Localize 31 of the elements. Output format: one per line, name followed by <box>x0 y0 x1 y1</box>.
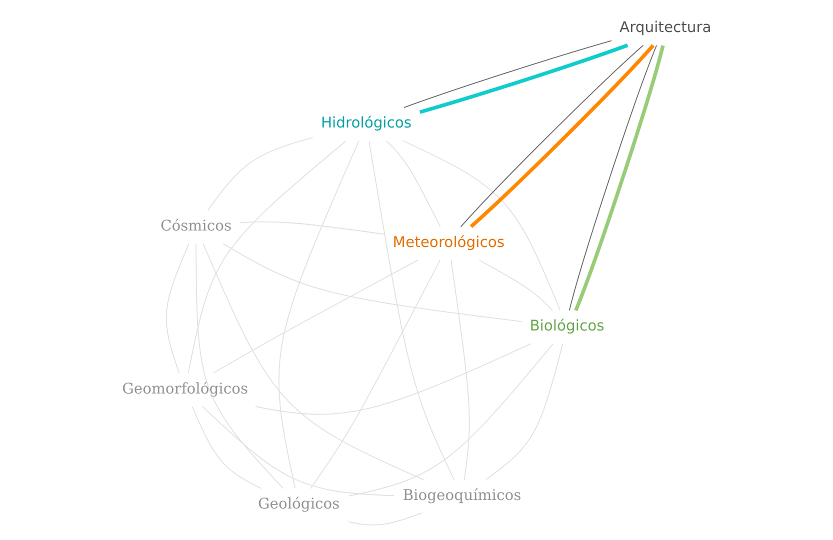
connector <box>196 243 284 489</box>
connector <box>348 512 422 526</box>
connector <box>202 243 424 480</box>
connector <box>419 43 628 114</box>
connector <box>485 343 564 480</box>
connector <box>278 140 360 489</box>
node-text: Hidrológicos <box>320 114 412 132</box>
connector <box>255 343 532 415</box>
connector <box>348 344 554 497</box>
connector <box>166 243 190 374</box>
connector <box>402 140 561 311</box>
connector <box>386 140 441 228</box>
node-text: Cósmicos <box>160 217 232 234</box>
connector <box>188 140 346 374</box>
connector <box>450 260 470 480</box>
node-text: Arquitectura <box>620 19 712 36</box>
connector <box>239 221 386 235</box>
node-text: Biológicos <box>530 318 604 335</box>
connector <box>202 406 394 496</box>
node-text: Biogeoquímicos <box>402 486 522 504</box>
connector <box>479 260 553 311</box>
connector <box>310 260 441 489</box>
connector <box>404 40 612 108</box>
node-text: Meteorológicos <box>392 234 505 251</box>
connector <box>212 260 418 374</box>
node-text: Geomorfológicos <box>122 380 248 398</box>
connector <box>368 140 454 480</box>
connector <box>192 406 262 489</box>
connector <box>207 137 314 211</box>
connector <box>222 243 522 322</box>
node-text: Geológicos <box>258 496 340 513</box>
